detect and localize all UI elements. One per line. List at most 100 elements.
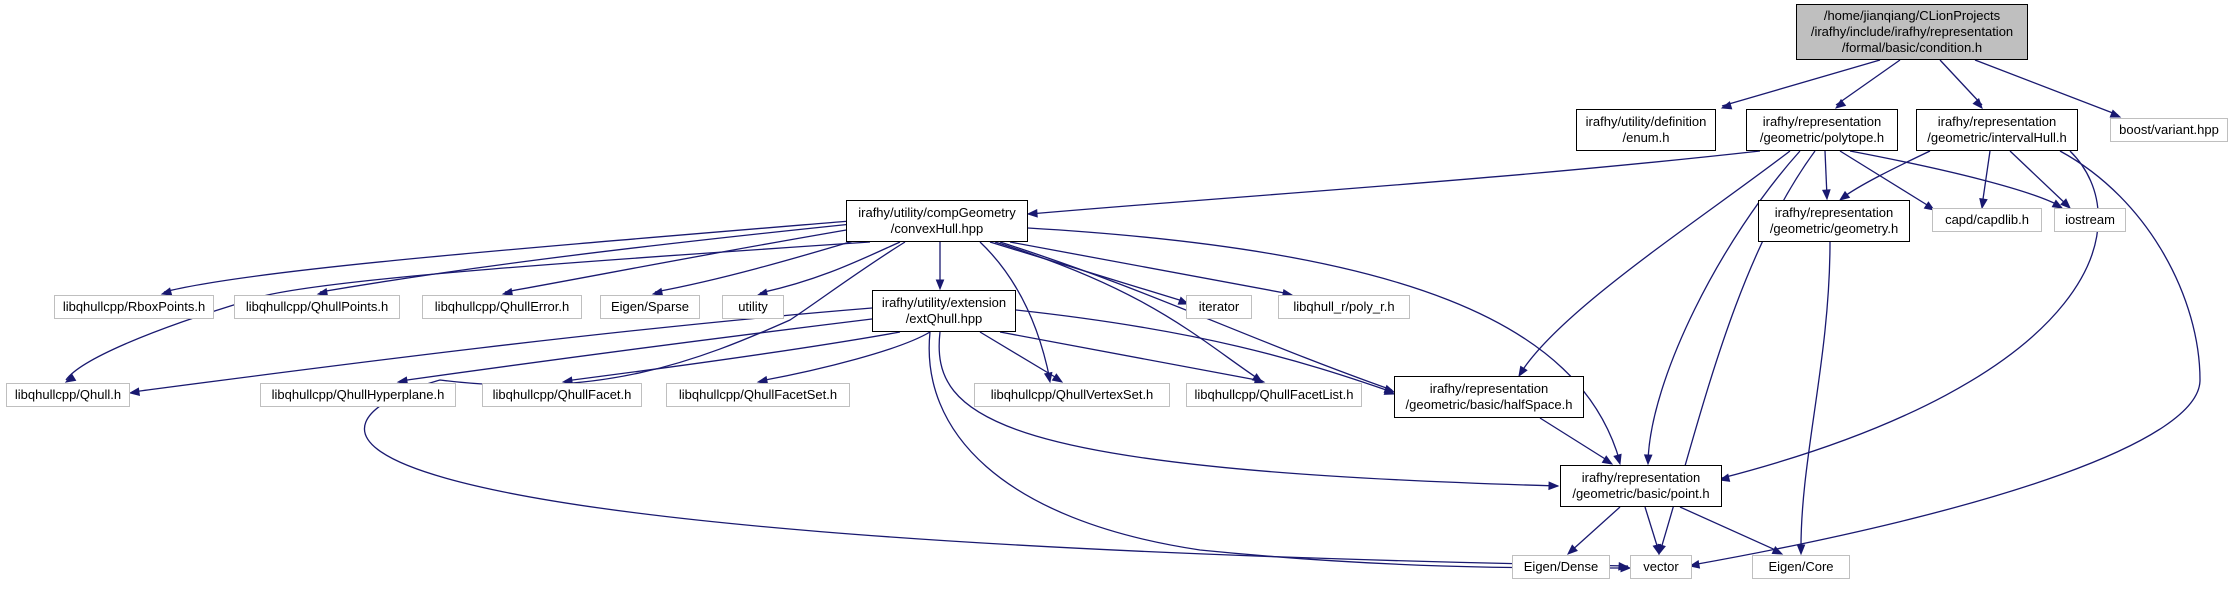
- dependency-edge: [1721, 150, 2099, 479]
- node-utility: utility: [722, 295, 784, 319]
- dependency-edge: [564, 331, 901, 382]
- node-qhullhyperplane-h: libqhullcpp/QhullHyperplane.h: [260, 383, 456, 407]
- dependency-edge: [399, 317, 881, 382]
- node-halfspace-h[interactable]: irafhy/representation/geometric/basic/ha…: [1394, 376, 1584, 418]
- edge-arrowhead: [1643, 454, 1653, 466]
- edge-arrowhead: [756, 375, 769, 385]
- dependency-edge: [1939, 59, 1983, 106]
- node-polytope-h[interactable]: irafhy/representation/geometric/polytope…: [1746, 109, 1898, 151]
- dependency-edge: [1691, 150, 2201, 566]
- dependency-edge: [2009, 150, 2069, 207]
- node-geometry-h[interactable]: irafhy/representation/geometric/geometry…: [1758, 200, 1910, 242]
- edge-arrowhead: [1026, 208, 1038, 218]
- edge-arrowhead: [1518, 365, 1528, 378]
- edge-arrowhead: [1972, 97, 1983, 110]
- dependency-edge: [1015, 309, 1393, 393]
- dependency-edge: [999, 331, 1263, 382]
- dependency-edge: [994, 241, 1261, 381]
- edge-arrowhead: [1923, 201, 1936, 211]
- edge-arrowhead: [128, 387, 140, 397]
- edge-arrowhead: [64, 373, 77, 383]
- node-qhullfacetlist-h: libqhullcpp/QhullFacetList.h: [1186, 383, 1362, 407]
- dependency-edge: [1839, 150, 1933, 209]
- edge-arrowhead: [1383, 386, 1396, 395]
- node-capd-capdlib-h: capd/capdlib.h: [1932, 208, 2042, 232]
- edge-arrowhead: [1834, 98, 1847, 109]
- dependency-edge: [1849, 150, 2061, 207]
- dependency-edge: [163, 220, 851, 293]
- node-qhull-h: libqhullcpp/Qhull.h: [6, 383, 130, 407]
- edge-arrowhead: [1601, 455, 1614, 465]
- node-qhullfacet-h: libqhullcpp/QhullFacet.h: [482, 383, 642, 407]
- node-qhullvertexset-h: libqhullcpp/QhullVertexSet.h: [974, 383, 1170, 407]
- dependency-edge: [1569, 506, 1621, 553]
- dependency-edge: [319, 223, 853, 293]
- dependency-edge: [1539, 417, 1611, 463]
- node-condition-h: /home/jianqiang/CLionProjects/irafhy/inc…: [1796, 4, 2028, 60]
- dependency-edge: [1027, 227, 1621, 463]
- dependency-edge: [504, 227, 859, 293]
- node-iostream: iostream: [2054, 208, 2126, 232]
- node-enum-h[interactable]: irafhy/utility/definition/enum.h: [1576, 109, 1716, 151]
- dependency-edge: [1800, 241, 1831, 553]
- edge-arrowhead: [1567, 544, 1578, 555]
- edge-arrowhead: [2051, 199, 2064, 209]
- dependency-edge: [1644, 506, 1660, 553]
- dependency-edge: [979, 241, 1051, 381]
- edge-arrowhead: [1838, 190, 1851, 201]
- node-boost-variant-hpp: boost/variant.hpp: [2110, 118, 2228, 142]
- dependency-edge: [1029, 150, 1761, 215]
- edge-arrowhead: [2109, 109, 2122, 118]
- edge-arrowhead: [1718, 473, 1731, 482]
- dependency-edge: [1009, 241, 1291, 295]
- dependency-edge: [1841, 150, 1931, 199]
- node-intervalhull-h[interactable]: irafhy/representation/geometric/interval…: [1916, 109, 2078, 151]
- edge-arrowhead: [1720, 101, 1733, 110]
- dependency-edge: [1835, 59, 1901, 106]
- edge-arrowhead: [316, 288, 329, 297]
- dependency-edge: [938, 331, 1559, 487]
- node-eigen-dense: Eigen/Dense: [1512, 555, 1610, 579]
- edge-arrowhead: [160, 287, 173, 296]
- edge-arrowhead: [935, 279, 945, 291]
- dependency-edge: [1974, 59, 2119, 116]
- dependency-edge: [1679, 506, 1781, 553]
- node-qhullerror-h: libqhullcpp/QhullError.h: [422, 295, 582, 319]
- dependency-edge: [1721, 59, 1881, 107]
- edge-arrowhead: [1652, 543, 1661, 556]
- node-iterator: iterator: [1186, 295, 1252, 319]
- dependency-edge: [1824, 150, 1828, 198]
- edge-arrowhead: [1051, 373, 1064, 383]
- edge-arrowhead: [651, 287, 664, 297]
- edge-arrowhead: [2060, 198, 2071, 209]
- dependency-edge: [759, 331, 931, 382]
- node-qhullfacetset-h: libqhullcpp/QhullFacetSet.h: [666, 383, 850, 407]
- dependency-edge: [65, 241, 871, 381]
- node-vector: vector: [1630, 555, 1692, 579]
- edge-arrowhead: [1253, 375, 1266, 385]
- edge-arrowhead: [1613, 453, 1622, 466]
- node-extqhull-hpp[interactable]: irafhy/utility/extension/extQhull.hpp: [872, 290, 1016, 332]
- dependency-edge: [979, 331, 1061, 381]
- dependency-edge: [654, 235, 871, 293]
- edge-arrowhead: [1548, 481, 1560, 491]
- dependency-edge: [928, 331, 1629, 569]
- node-rboxpoints-h: libqhullcpp/RboxPoints.h: [54, 295, 214, 319]
- dependency-edge: [1981, 150, 1991, 207]
- edge-arrowhead: [1771, 546, 1784, 555]
- node-eigen-sparse: Eigen/Sparse: [600, 295, 700, 319]
- node-point-h[interactable]: irafhy/representation/geometric/basic/po…: [1560, 465, 1722, 507]
- edge-arrowhead: [1177, 296, 1190, 305]
- edge-arrowhead: [501, 287, 514, 297]
- edge-arrowhead: [1796, 544, 1806, 556]
- dependency-edge: [131, 307, 873, 393]
- dependency-edge: [1647, 150, 1801, 463]
- node-poly-r-h: libqhull_r/poly_r.h: [1278, 295, 1410, 319]
- edge-arrowhead: [1822, 189, 1831, 201]
- dependency-edge: [759, 241, 901, 294]
- node-convexhull-hpp[interactable]: irafhy/utility/compGeometry/convexHull.h…: [846, 200, 1028, 242]
- edge-arrowhead: [1620, 563, 1632, 573]
- edge-arrowhead: [1688, 560, 1701, 569]
